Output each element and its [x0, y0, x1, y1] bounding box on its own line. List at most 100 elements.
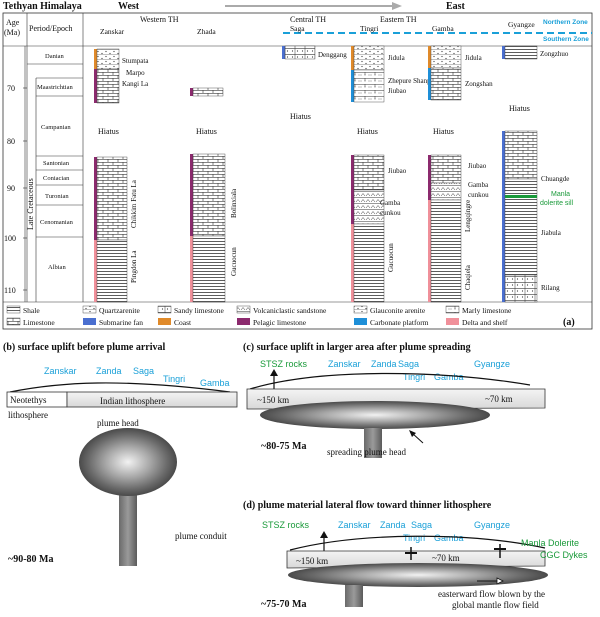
svg-text:Sandy limestone: Sandy limestone: [174, 306, 224, 315]
b-indian-lithosphere: [66, 391, 238, 408]
panel-c: (c) surface uplift in larger area after …: [243, 342, 546, 458]
d-plume-conduit: [345, 585, 363, 607]
legend: Shale Quartzarenite Sandy limestone Volc…: [6, 305, 512, 327]
stage-albian: Albian: [48, 264, 66, 271]
locality-zanskar: Zanskar: [100, 27, 125, 36]
fm-chuangde: Chuangde: [541, 175, 569, 183]
fm-jiubao-tingri: Jiubao: [388, 167, 407, 175]
c-spreading-label: spreading plume head: [327, 447, 406, 457]
title-tethyan: Tethyan Himalaya: [3, 1, 82, 12]
svg-text:Volcaniclastic sandstone: Volcaniclastic sandstone: [253, 306, 327, 315]
panel-b: (b) surface uplift before plume arrival …: [3, 342, 238, 566]
svg-text:Pelagic limestone: Pelagic limestone: [253, 318, 307, 327]
panel-b-title: (b) surface uplift before plume arrival: [3, 342, 166, 353]
b-surface-curve: [9, 382, 231, 393]
d-manla-label: Manla Dolerite: [521, 538, 579, 548]
southern-zone-label: Southern Zone: [543, 36, 589, 43]
fm-zongzhuo: Zongzhuo: [540, 50, 569, 58]
legend-item-quartzarenite: Quartzarenite: [82, 305, 140, 315]
fm-jidula-gamba: Jidula: [465, 54, 483, 62]
d-place-gamba: Gamba: [434, 533, 464, 543]
column-zhada: [190, 87, 226, 303]
legend-item-pelagic: Pelagic limestone: [237, 318, 307, 327]
hiatus-saga: Hiatus: [290, 112, 311, 121]
b-place-gamba: Gamba: [200, 378, 230, 388]
d-km-70: ~70 km: [432, 553, 460, 563]
sill-label-1: Manla: [551, 191, 570, 198]
c-place-zanskar: Zanskar: [328, 359, 361, 369]
stage-turonian: Turonian: [45, 193, 69, 200]
d-surface-curve: [289, 535, 546, 551]
stage-danian: Danian: [45, 53, 65, 60]
fm-denggang: Denggang: [318, 51, 347, 59]
svg-text:Coast: Coast: [174, 318, 192, 327]
panel-d: (d) plume material lateral flow toward t…: [243, 500, 588, 610]
locality-gamba: Gamba: [432, 24, 454, 33]
fm-chikkim: Chikkim Fatu La: [130, 179, 138, 228]
panel-c-title: (c) surface uplift in larger area after …: [243, 342, 471, 353]
age-label-2: (Ma): [4, 28, 20, 37]
stage-santonian: Santonian: [43, 160, 70, 167]
d-place-tingri: Tingri: [403, 533, 425, 543]
stage-campanian: Campanian: [41, 124, 71, 131]
c-plume-conduit: [364, 428, 382, 458]
d-flow-arrow: [477, 577, 504, 585]
d-age-label: ~75-70 Ma: [261, 599, 306, 610]
stage-maastrichtian: Maastrichtian: [37, 84, 73, 91]
c-place-zanda: Zanda: [371, 359, 397, 369]
tick-70: 70: [7, 84, 27, 93]
svg-text:Carbonate platform: Carbonate platform: [370, 318, 429, 327]
stage-coniacian: Coniacian: [43, 175, 70, 182]
b-neotethys-label-1: Neotethys: [10, 395, 47, 405]
tick-100: 100: [4, 234, 27, 243]
column-zanskar: [94, 48, 128, 303]
d-lithosphere: [286, 550, 546, 569]
svg-text:110: 110: [4, 286, 16, 295]
hiatus-tingri: Hiatus: [357, 127, 378, 136]
locality-tingri: Tingri: [360, 24, 378, 33]
northern-zone-label: Northern Zone: [543, 19, 588, 26]
b-age-label: ~90-80 Ma: [8, 554, 53, 565]
svg-text:90: 90: [7, 184, 15, 193]
fm-pingdon: Pingdon La: [130, 250, 138, 283]
west-east-arrow: [225, 2, 402, 10]
sill-label-2: dolerite sill: [540, 200, 574, 207]
c-surface-curve: [249, 372, 531, 390]
fm-gamba-cunkou-gamba-2: cunkou: [468, 191, 489, 199]
legend-item-marly: Marly limestone: [445, 305, 512, 315]
fm-kangi-la: Kangi La: [122, 80, 149, 88]
stage-column: [27, 63, 83, 302]
locality-gyangze: Gyangze: [508, 20, 535, 29]
age-label-1: Age: [6, 18, 20, 27]
d-plume-head: [288, 563, 548, 587]
d-km-150: ~150 km: [296, 556, 328, 566]
fm-gucuocun-tingri: Gucuocun: [387, 243, 395, 272]
c-place-tingri: Tingri: [403, 372, 425, 382]
fm-jiabula: Jiabula: [541, 229, 562, 237]
d-dyke-2: [494, 544, 506, 558]
svg-text:Glauconite arenite: Glauconite arenite: [370, 306, 426, 315]
c-stsz-label: STSZ rocks: [260, 359, 308, 369]
svg-text:100: 100: [4, 234, 16, 243]
c-spreading-arrow: [409, 430, 424, 444]
period-epoch-label: Period/Epoch: [29, 24, 73, 33]
legend-item-carbonate: Carbonate platform: [354, 318, 429, 327]
svg-text:Shale: Shale: [23, 306, 40, 315]
fm-rilang: Rilang: [541, 284, 560, 292]
b-indian-label: Indian lithosphere: [100, 396, 165, 406]
legend-item-coast: Coast: [158, 318, 192, 327]
panel-a-label: (a): [563, 317, 575, 328]
central-th-label: Central TH: [290, 15, 326, 24]
locality-zhada: Zhada: [197, 27, 216, 36]
b-plume-head-label: plume head: [97, 418, 139, 428]
legend-item-submarine-fan: Submarine fan: [83, 318, 143, 327]
hiatus-gyangze: Hiatus: [509, 104, 530, 113]
b-place-tingri: Tingri: [163, 374, 185, 384]
c-km-150: ~150 km: [257, 395, 289, 405]
d-place-gyangze: Gyangze: [474, 520, 510, 530]
column-saga: [282, 45, 316, 60]
fm-gucuocun-zhada: Gucuocun: [230, 247, 238, 276]
b-place-saga: Saga: [133, 366, 154, 376]
east-label: East: [446, 1, 466, 12]
